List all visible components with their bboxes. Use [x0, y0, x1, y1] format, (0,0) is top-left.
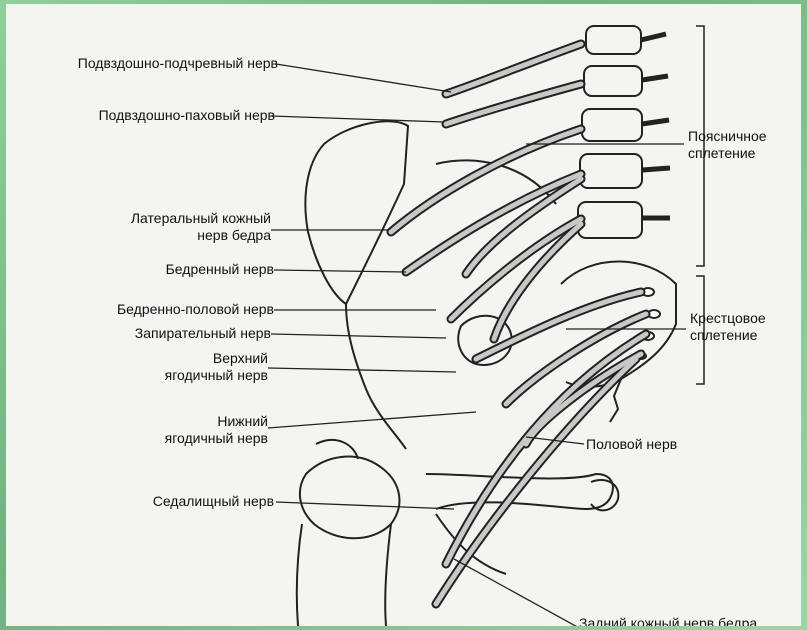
- label-post-cutaneous: Задний кожный нерв бедра: [579, 615, 757, 626]
- vertebra-l5: [578, 202, 642, 238]
- label-femoral: Бедренный нерв: [166, 261, 274, 278]
- iliac-wing-outline: [305, 121, 408, 304]
- label-obturator: Запирательный нерв: [135, 325, 271, 342]
- label-ilioinguinal: Подвздошно-паховый нерв: [99, 107, 275, 124]
- label-genitofemoral: Бедренно-половой нерв: [117, 301, 274, 318]
- lumbar-nerves: [391, 44, 581, 339]
- vertebra-l1: [586, 26, 641, 54]
- leader-ilioinguinal: [271, 116, 444, 122]
- label-pudendal: Половой нерв: [586, 436, 677, 453]
- label-iliohypogastric: Подвздошно-подчревный нерв: [78, 55, 278, 72]
- vertebra-l2: [584, 66, 642, 96]
- vertebra-l4: [580, 154, 642, 188]
- femoral-head: [300, 457, 400, 539]
- femur-shaft-left: [297, 524, 302, 626]
- label-sciatic: Седалищный нерв: [153, 493, 274, 510]
- leader-femoral: [274, 270, 406, 272]
- leader-iliohypogastric: [276, 64, 451, 92]
- nerve-post-cutaneous: [436, 359, 636, 604]
- femur-shaft-right: [385, 524, 391, 626]
- lumbar-vertebrae: [578, 26, 670, 238]
- leader-obturator: [271, 334, 446, 338]
- leader-post-cutaneous: [454, 559, 581, 626]
- vertebra-l3: [582, 109, 642, 141]
- pubic-symphysis: [591, 480, 618, 510]
- transverse-processes: [641, 34, 670, 218]
- leader-inf-gluteal: [268, 412, 476, 428]
- sacral-foramina: [636, 288, 660, 359]
- illustration-sheet: Подвздошно-подчревный нерв Подвздошно-па…: [6, 4, 801, 626]
- leader-sup-gluteal: [268, 368, 456, 372]
- nerve-femoral: [406, 174, 581, 272]
- ilium-lower-line: [346, 304, 406, 449]
